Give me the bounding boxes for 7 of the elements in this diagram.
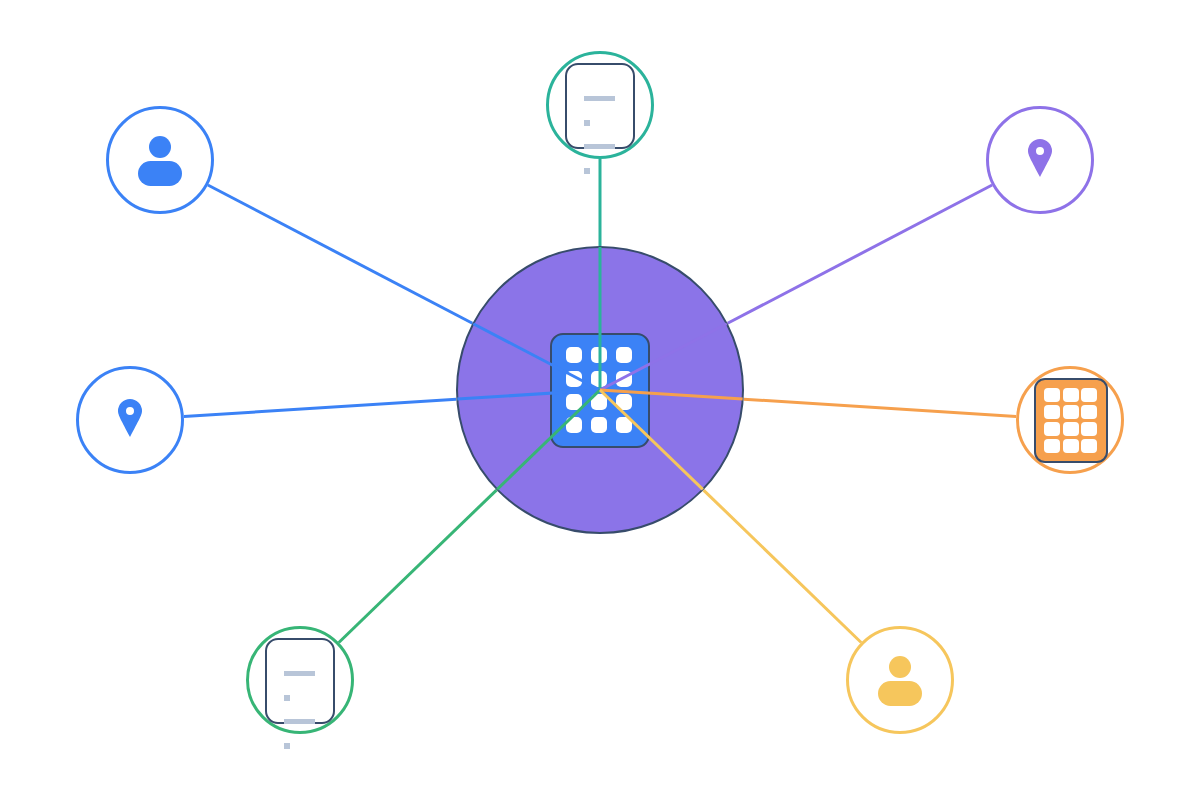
connector-line	[183, 397, 457, 419]
connector-line	[743, 397, 1017, 419]
connector-line	[726, 183, 993, 325]
connector-line	[337, 489, 498, 644]
connector-line	[598, 159, 602, 246]
connector-line	[702, 489, 863, 644]
connector-line	[207, 183, 474, 325]
